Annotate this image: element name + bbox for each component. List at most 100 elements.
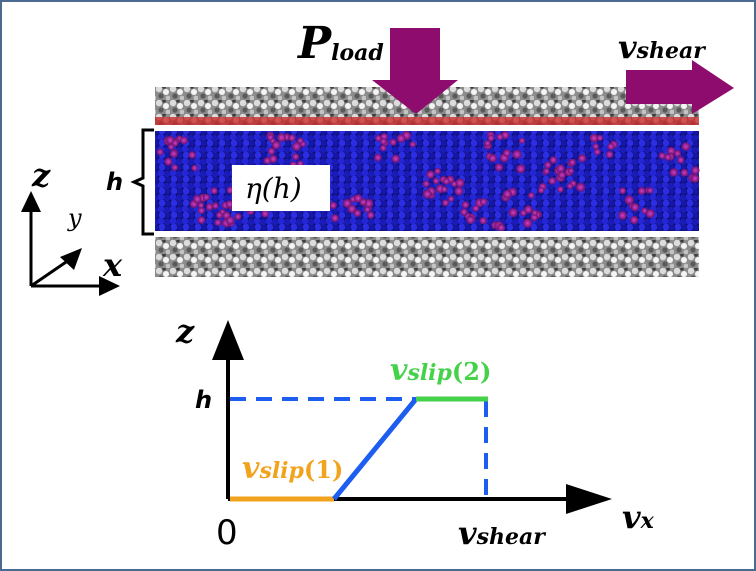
slip2-label: vslip(2)	[390, 353, 491, 388]
purple-molecule	[528, 192, 535, 199]
purple-molecule	[544, 161, 552, 169]
purple-molecule	[168, 143, 175, 150]
purple-molecule	[530, 213, 539, 222]
purple-molecule	[261, 209, 270, 218]
purple-molecule	[630, 215, 639, 225]
axis-y-label: y	[67, 204, 82, 232]
purple-molecule	[432, 177, 440, 185]
purple-molecule	[422, 189, 432, 199]
top-wall-interface	[155, 117, 699, 125]
purple-molecule	[234, 213, 242, 221]
purple-molecule	[596, 134, 604, 141]
profile-h-label: h	[195, 386, 212, 414]
purple-molecule	[466, 215, 475, 224]
axis-z-label: z	[31, 156, 51, 194]
purple-molecule	[674, 150, 681, 157]
purple-molecule	[329, 201, 337, 210]
purple-molecule	[460, 208, 468, 216]
purple-molecule	[531, 209, 538, 216]
purple-molecule	[391, 154, 400, 163]
axis-x-label: x	[102, 246, 123, 284]
purple-molecule	[454, 186, 464, 196]
purple-molecule	[496, 133, 504, 141]
purple-molecule	[197, 216, 206, 224]
purple-molecule	[156, 148, 164, 156]
purple-molecule	[512, 149, 522, 159]
purple-molecule	[455, 178, 465, 188]
purple-molecule	[677, 156, 685, 164]
purple-molecule	[497, 223, 506, 232]
purple-molecule	[488, 154, 497, 163]
purple-molecule	[503, 149, 511, 157]
purple-molecule	[630, 203, 640, 212]
purple-molecule	[495, 163, 503, 172]
purple-molecule	[472, 205, 480, 212]
purple-molecule	[297, 137, 304, 144]
purple-molecule	[568, 158, 576, 166]
purple-molecule	[479, 217, 487, 225]
purple-molecule	[331, 214, 339, 223]
purple-molecule	[277, 133, 286, 143]
purple-molecule	[180, 136, 188, 145]
purple-molecule	[441, 186, 448, 193]
purple-molecule	[556, 164, 565, 173]
viscosity-label: η(h)	[245, 172, 302, 205]
purple-molecule	[359, 198, 367, 206]
purple-molecule	[645, 209, 655, 219]
purple-molecule	[367, 211, 375, 219]
velocity-profile	[212, 320, 612, 514]
purple-molecule	[169, 149, 178, 158]
purple-molecule	[516, 164, 526, 174]
purple-molecule	[197, 206, 205, 215]
purple-molecules	[156, 130, 700, 232]
purple-molecule	[202, 193, 210, 201]
thickness-bracket	[130, 128, 154, 236]
vshear-label: vshear	[458, 514, 546, 552]
origin-label: 0	[216, 513, 238, 553]
linear-profile	[332, 397, 418, 501]
purple-molecule	[210, 187, 218, 195]
load-arrow	[372, 28, 458, 114]
purple-molecule	[267, 147, 276, 155]
purple-molecule	[442, 199, 449, 207]
purple-molecule	[624, 195, 634, 205]
slip1-label: vslip(1)	[242, 451, 343, 486]
purple-molecule	[205, 203, 214, 211]
profile-z-label: z	[175, 312, 195, 350]
purple-molecule	[422, 180, 430, 188]
purple-molecule	[543, 168, 550, 175]
coordinate-axes	[21, 191, 120, 296]
purple-molecule	[557, 186, 564, 193]
purple-molecule	[605, 150, 614, 159]
purple-molecule	[374, 153, 382, 162]
profile-z-arrowhead	[212, 320, 244, 360]
purple-molecule	[269, 154, 278, 164]
purple-molecule	[434, 167, 441, 175]
purple-molecule	[647, 187, 654, 194]
purple-molecule	[664, 153, 672, 161]
purple-molecule	[461, 201, 470, 209]
purple-molecule	[669, 168, 678, 177]
purple-molecule	[409, 141, 416, 148]
purple-molecule	[681, 142, 691, 151]
purple-molecule	[292, 142, 302, 151]
purple-molecule	[538, 187, 545, 194]
purple-molecule	[594, 148, 601, 156]
purple-molecule	[193, 195, 202, 204]
purple-molecule	[508, 208, 518, 218]
purple-molecule	[164, 157, 173, 166]
vx-label: vx	[622, 498, 655, 536]
purple-molecule	[607, 142, 615, 151]
purple-molecule	[225, 200, 234, 209]
purple-molecule	[618, 211, 627, 220]
purple-molecule	[380, 138, 387, 145]
purple-molecule	[578, 154, 587, 163]
purple-molecule	[680, 168, 689, 177]
purple-molecule	[288, 134, 296, 142]
purple-molecule	[568, 167, 574, 174]
purple-molecule	[396, 134, 406, 143]
purple-molecule	[375, 134, 382, 142]
purple-molecule	[191, 164, 198, 172]
purple-molecule	[520, 209, 527, 217]
